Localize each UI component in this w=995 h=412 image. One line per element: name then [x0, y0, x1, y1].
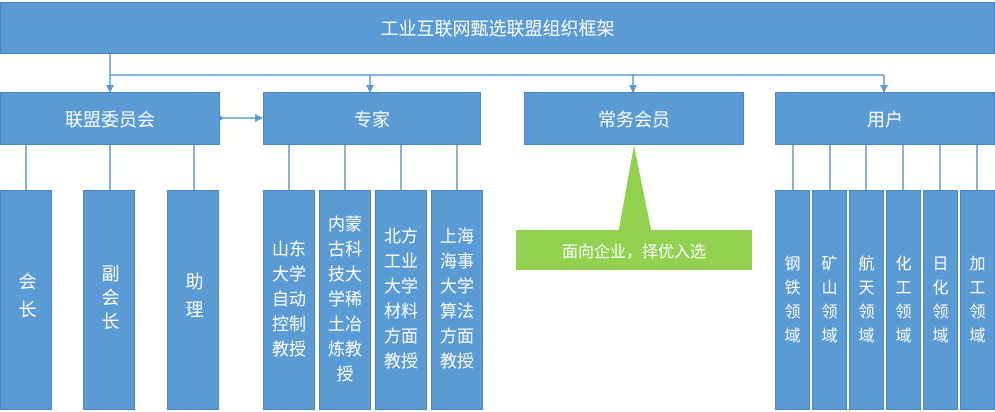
members-callout: 面向企业，择优入选: [561, 242, 706, 261]
expert-child: 山东大学自动控制教授: [263, 190, 315, 410]
committee-child: 副会长: [83, 190, 135, 410]
title-box: 工业互联网甄选联盟组织框架: [0, 2, 995, 54]
user-child: 航天领域: [849, 190, 884, 410]
committee-box: 联盟委员会: [0, 92, 220, 145]
callout-bubble: [516, 230, 752, 270]
committee-child: 助理: [167, 190, 219, 410]
user-child: 钢铁领域: [775, 190, 810, 410]
expert-child: 北方工业大学材料方面教授: [375, 190, 427, 410]
user-child: 日化领域: [923, 190, 958, 410]
user-child: 化工领域: [886, 190, 921, 410]
user-child: 加工领域: [960, 190, 995, 410]
expert-child: 内蒙古科技大学稀土冶炼教授: [319, 190, 371, 410]
users-box: 用户: [775, 92, 995, 145]
user-child: 矿山领域: [812, 190, 847, 410]
callout-pointer: [618, 145, 652, 234]
experts-box: 专家: [263, 92, 481, 145]
members-box: 常务会员: [524, 92, 744, 145]
expert-child: 上海海事大学算法方面教授: [431, 190, 483, 410]
committee-child: 会长: [0, 190, 52, 410]
